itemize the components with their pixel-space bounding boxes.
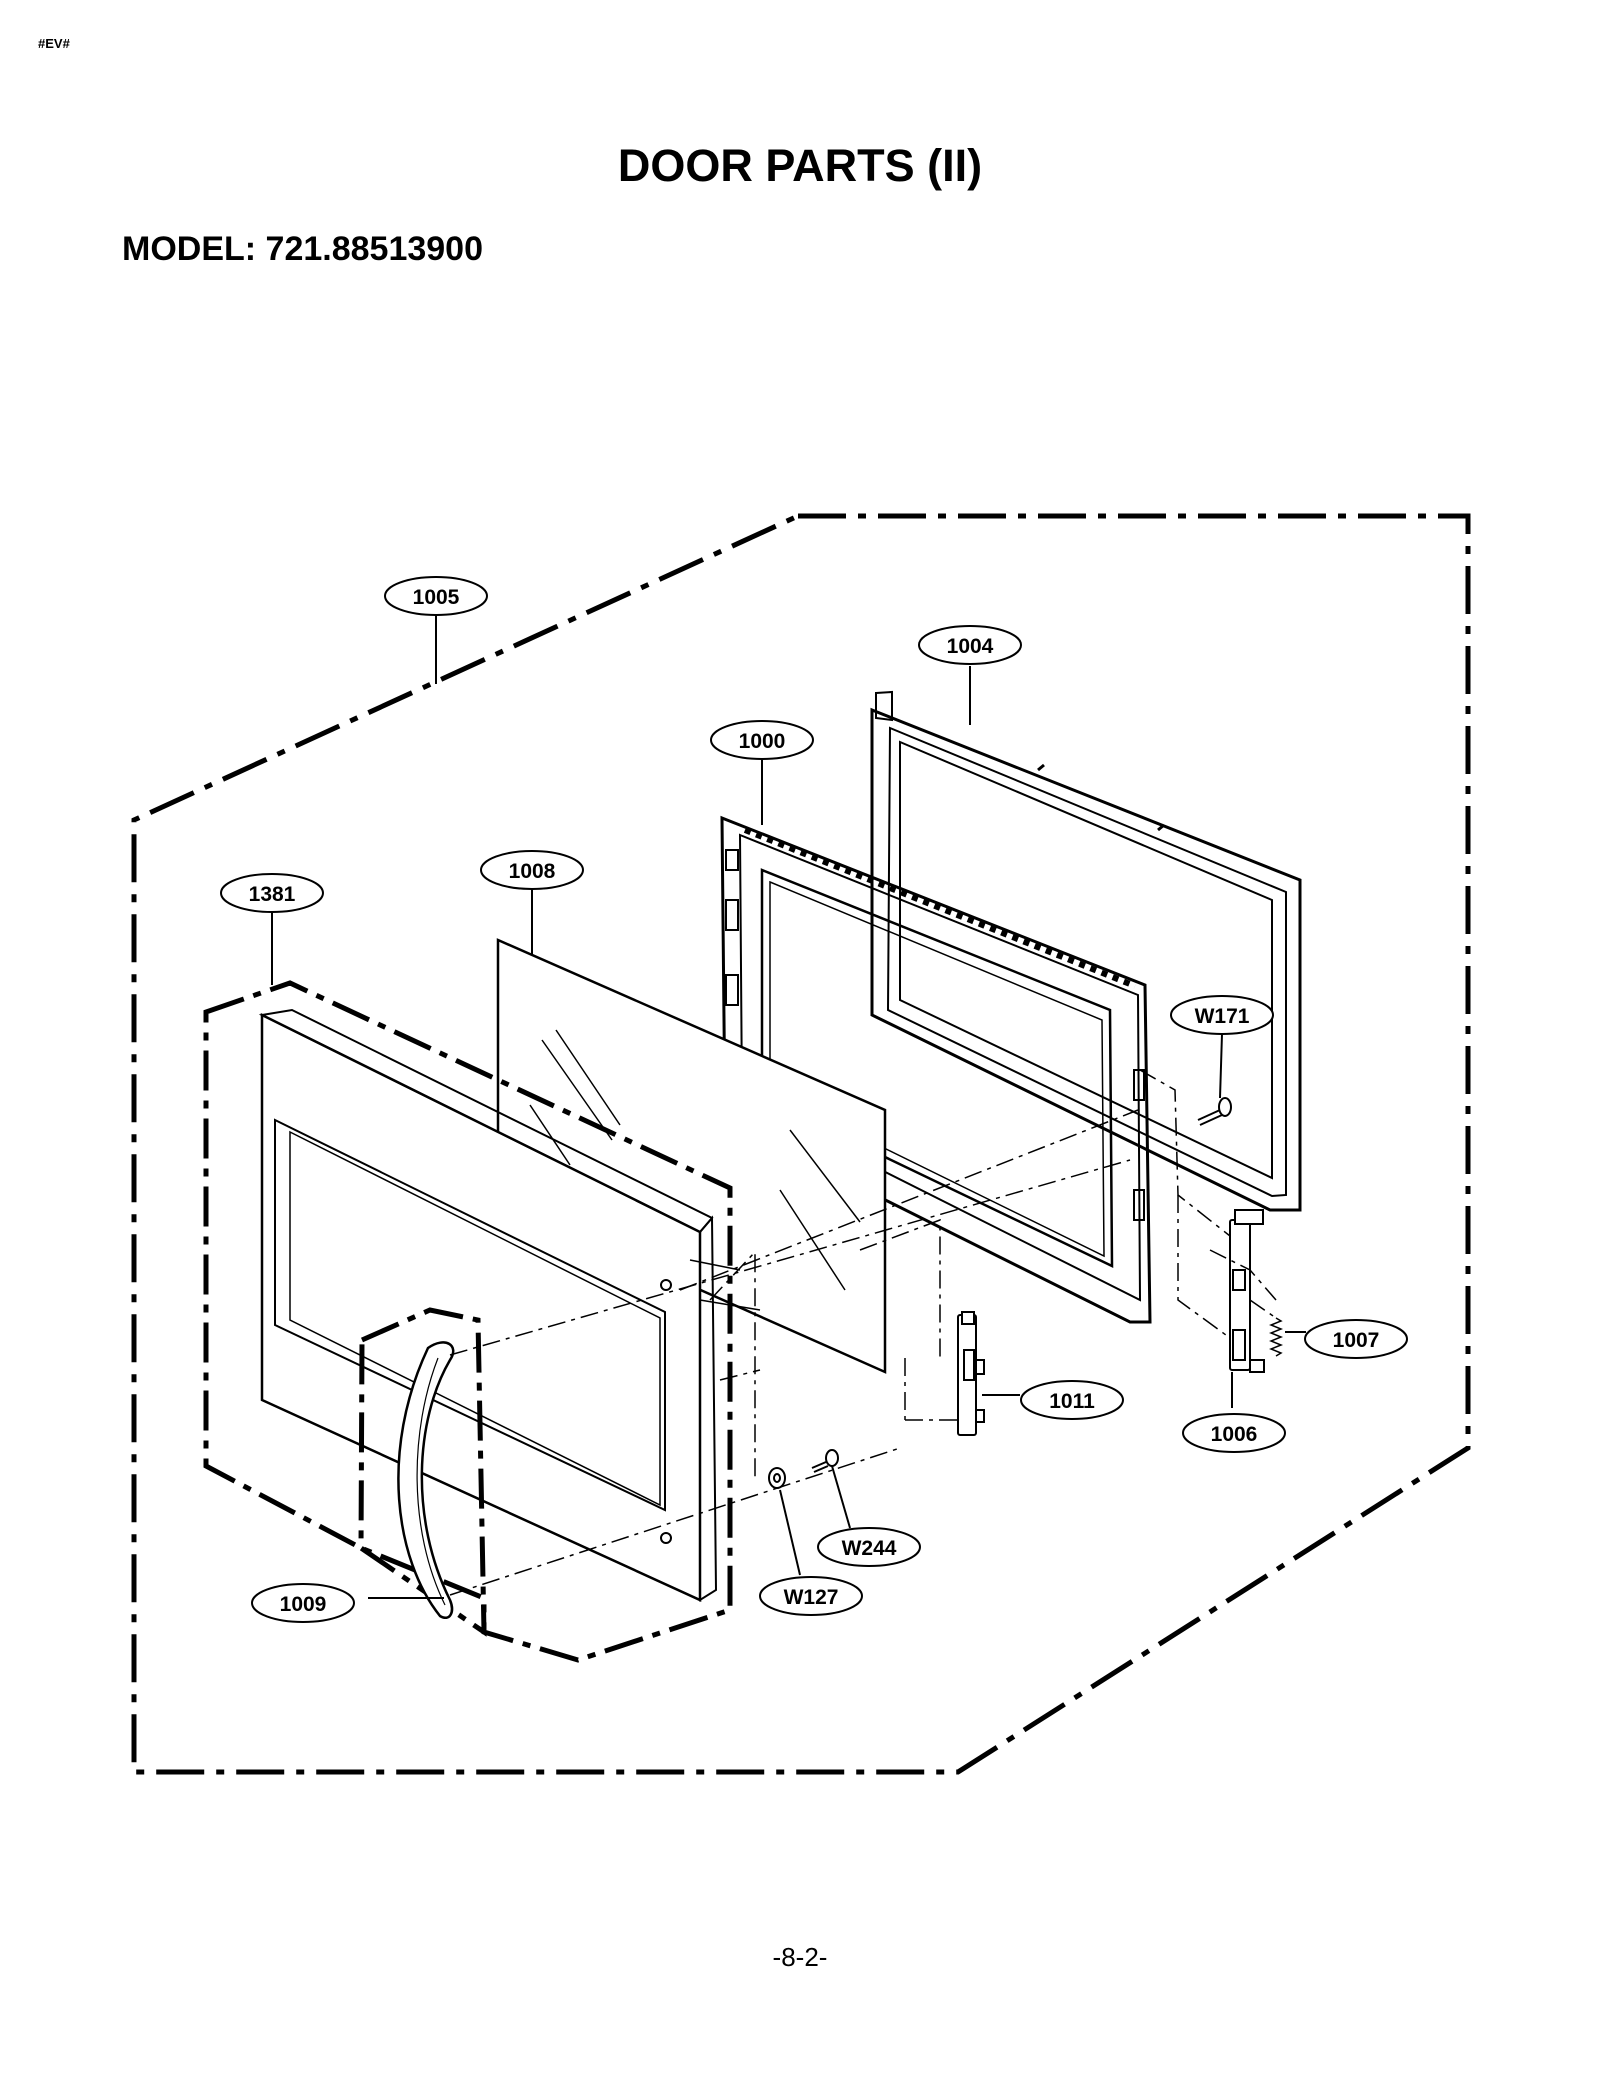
part-W127-washer — [768, 1467, 786, 1489]
part-1006-latch — [1229, 1209, 1265, 1373]
callout-1009: 1009 — [251, 1583, 355, 1623]
svg-text:1000: 1000 — [739, 730, 786, 753]
page-number: -8-2- — [772, 1942, 828, 1972]
callout-1004: 1004 — [918, 625, 1022, 665]
callout-1006: 1006 — [1182, 1413, 1286, 1453]
callouts: 1005 1004 1000 1008 1381 W171 1007 1011 — [220, 576, 1408, 1623]
part-1011-latch — [957, 1311, 985, 1436]
callout-1007: 1007 — [1304, 1319, 1408, 1359]
part-1008-glass — [496, 938, 887, 1374]
assembly-1005-boundary — [131, 513, 1471, 1775]
part-1007-spring — [1268, 1317, 1284, 1357]
alignment-lines — [449, 1069, 1277, 1596]
callout-1000: 1000 — [710, 720, 814, 760]
callout-1011: 1011 — [1020, 1380, 1124, 1420]
svg-text:1007: 1007 — [1333, 1329, 1380, 1352]
part-W244-screw — [811, 1449, 839, 1473]
svg-text:1381: 1381 — [249, 883, 296, 906]
svg-text:1011: 1011 — [1049, 1390, 1095, 1413]
part-W171-screw — [1197, 1097, 1232, 1126]
callout-W127: W127 — [759, 1576, 863, 1616]
callout-1381: 1381 — [220, 873, 324, 913]
svg-text:1005: 1005 — [413, 586, 460, 609]
document-code: #EV# — [38, 36, 70, 51]
callout-W171: W171 — [1170, 995, 1274, 1035]
assembly-handle-boundary — [358, 1307, 487, 1637]
svg-text:W127: W127 — [784, 1586, 839, 1609]
callout-W244: W244 — [817, 1527, 921, 1567]
part-1004-frame — [870, 690, 1302, 1212]
svg-text:1008: 1008 — [509, 860, 556, 883]
assembly-1381-boundary — [203, 980, 733, 1663]
part-1009-handle — [397, 1341, 455, 1619]
svg-text:1009: 1009 — [280, 1593, 327, 1616]
page-title: DOOR PARTS (II) — [617, 140, 983, 191]
svg-text:W171: W171 — [1195, 1005, 1250, 1028]
svg-text:1004: 1004 — [947, 635, 994, 658]
svg-text:W244: W244 — [842, 1537, 897, 1560]
model-number: MODEL: 721.88513900 — [122, 230, 483, 268]
callout-1005: 1005 — [384, 576, 488, 616]
leader-lines — [271, 614, 1306, 1599]
svg-text:1006: 1006 — [1211, 1423, 1258, 1446]
callout-1008: 1008 — [480, 850, 584, 890]
